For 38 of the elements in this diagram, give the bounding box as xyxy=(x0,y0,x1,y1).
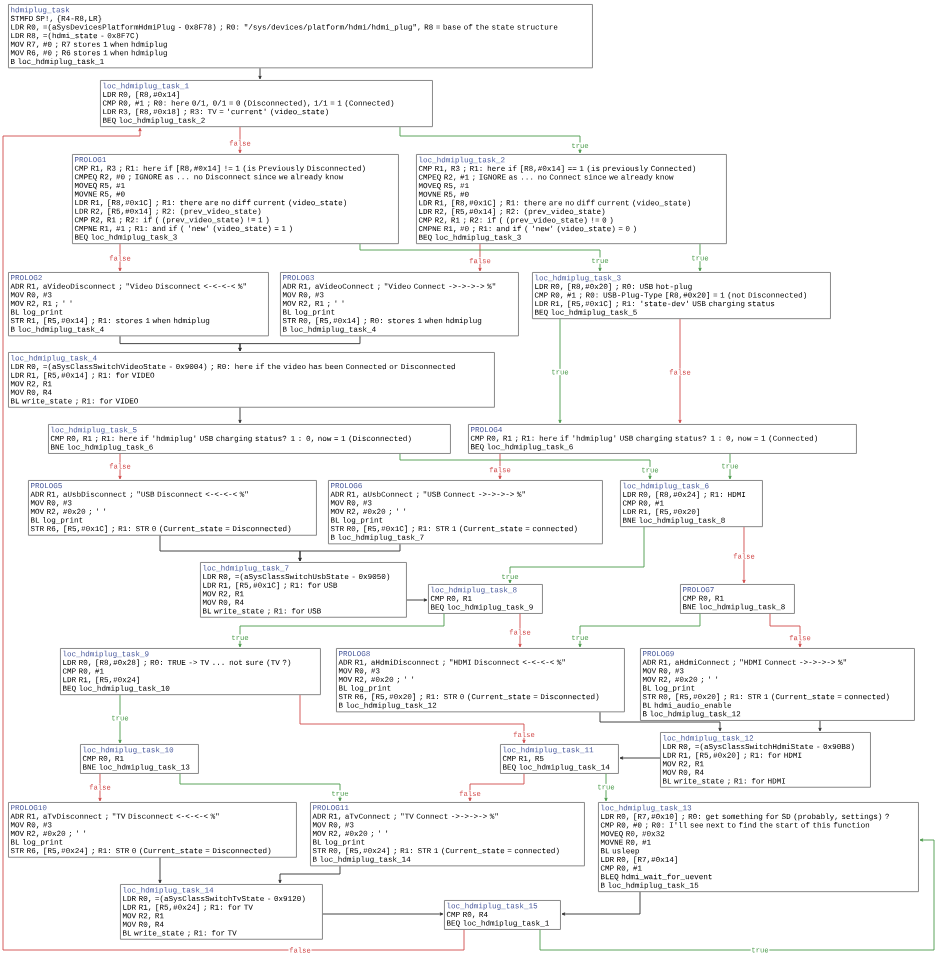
arrow xyxy=(158,857,162,884)
arrow xyxy=(539,838,935,951)
arrow xyxy=(818,720,822,732)
arrow xyxy=(118,694,122,744)
arrow xyxy=(728,453,732,480)
arrow xyxy=(238,407,242,424)
arrow xyxy=(238,335,361,352)
arrow xyxy=(698,243,702,272)
arrow xyxy=(561,891,641,916)
arrow xyxy=(604,773,608,802)
arrow xyxy=(179,773,342,802)
arrow xyxy=(558,318,562,424)
arrow xyxy=(599,711,722,732)
arrow xyxy=(98,773,102,802)
arrow xyxy=(399,453,652,480)
arrow xyxy=(322,912,444,916)
arrow xyxy=(508,526,645,584)
arrow xyxy=(359,243,602,272)
arrow xyxy=(769,613,802,648)
arrow xyxy=(498,453,502,480)
arrow xyxy=(468,773,525,802)
arrow xyxy=(619,756,661,760)
arrow xyxy=(399,126,582,154)
arrow xyxy=(742,526,746,584)
arrow xyxy=(118,243,122,272)
arrow xyxy=(678,318,682,424)
arrow xyxy=(118,453,122,480)
arrow xyxy=(406,598,428,602)
arrow xyxy=(258,67,262,80)
arrow xyxy=(2,127,465,951)
arrow xyxy=(299,694,526,744)
arrow xyxy=(578,613,701,648)
arrow xyxy=(298,543,401,562)
arrow xyxy=(238,613,445,648)
arrow xyxy=(518,613,522,648)
arrow xyxy=(238,126,242,154)
arrow xyxy=(478,243,482,272)
arrow xyxy=(278,865,341,884)
